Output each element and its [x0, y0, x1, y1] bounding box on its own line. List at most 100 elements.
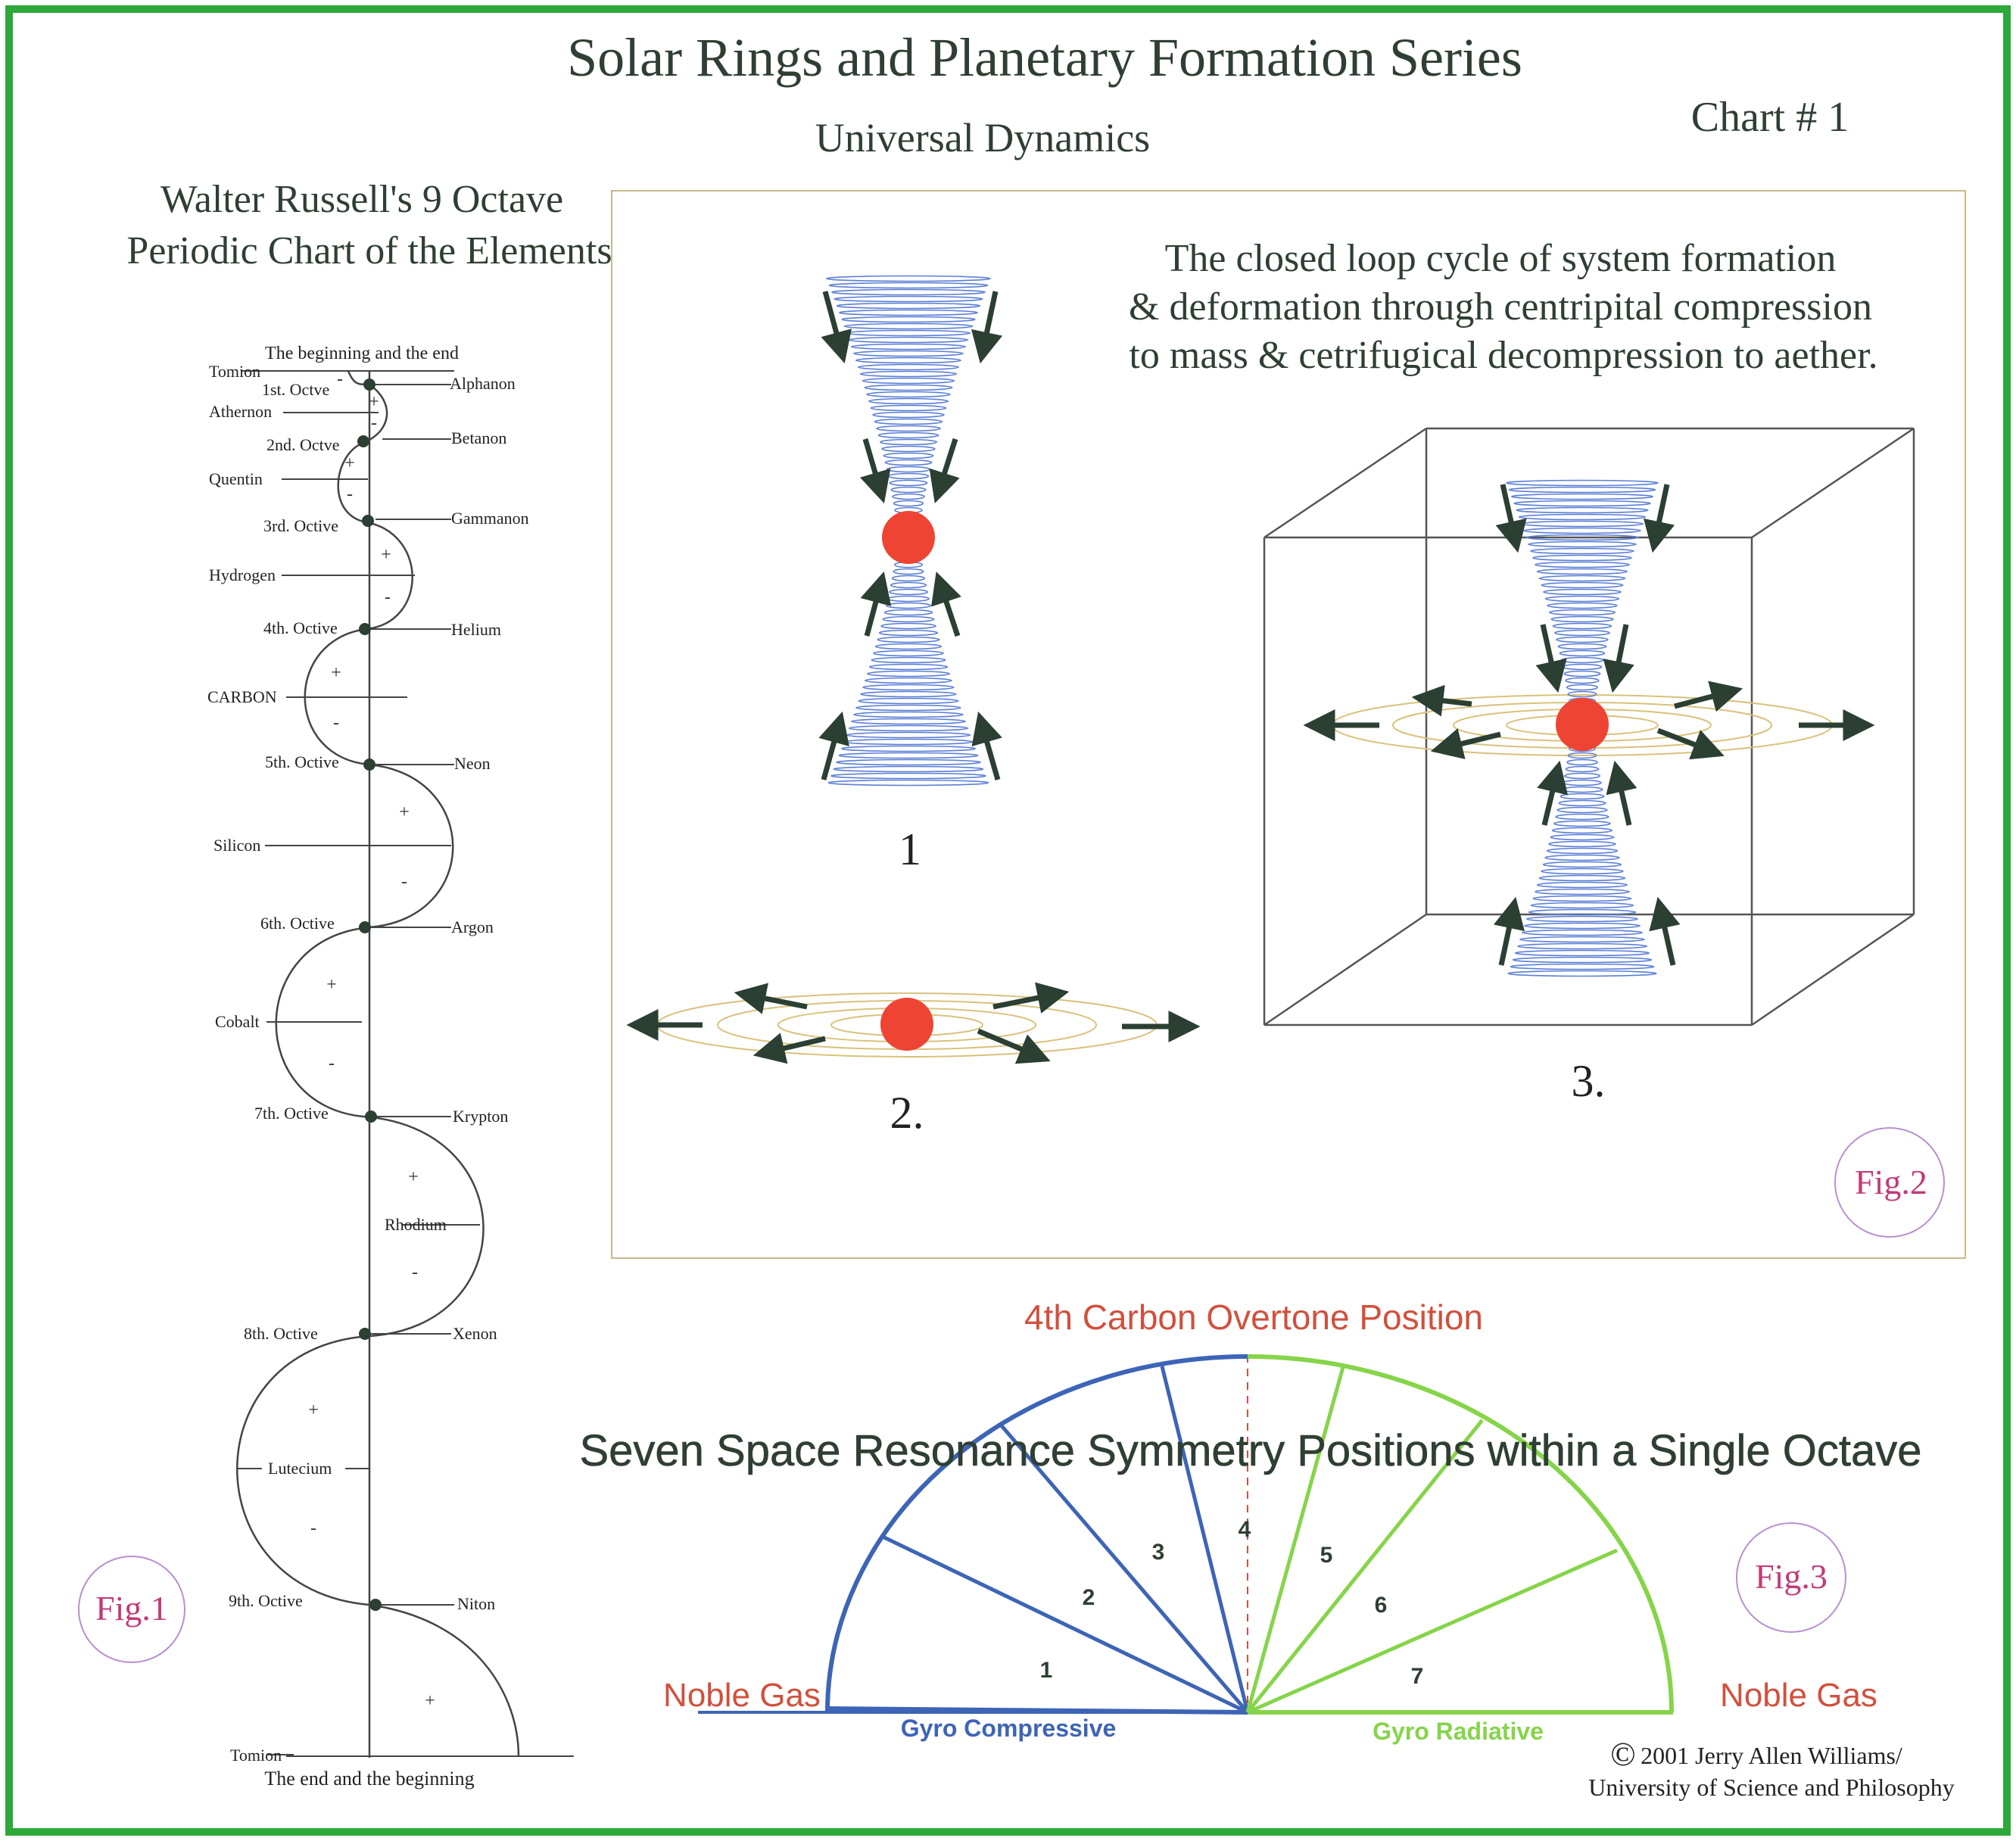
- vortex-coil-ring: [833, 765, 984, 773]
- fig1-octave-wave: [236, 370, 520, 1757]
- vortex-coil-ring: [889, 588, 928, 596]
- vortex-coil-ring: [1530, 902, 1634, 909]
- vortex-coil-ring: [828, 282, 989, 289]
- fig3-heading: Seven Space Resonance Symmetry Positions…: [579, 1426, 1921, 1475]
- vortex-coil-ring: [1555, 813, 1609, 821]
- vortex-coil-ring: [1550, 833, 1615, 841]
- fig1-label-carbon: CARBON: [207, 687, 277, 706]
- vortex-coil-ring: [1532, 895, 1632, 902]
- vortex-coil-ring: [1567, 690, 1597, 698]
- vortex-coil-ring: [881, 445, 936, 453]
- fig3-position-7: 7: [1411, 1664, 1424, 1689]
- fig3-arc-compressive: [825, 1354, 1248, 1713]
- vortex-coil-ring: [887, 472, 930, 480]
- vortex-coil-ring: [1507, 970, 1657, 977]
- fig1-label-octave9: 9th. Octive: [229, 1591, 303, 1610]
- fig1-bottom-caption: The end and the beginning: [264, 1768, 474, 1790]
- fig1-label-octave5: 5th. Octive: [265, 752, 339, 771]
- vortex-coil-ring: [1558, 799, 1606, 807]
- fig1-sign: -: [371, 413, 377, 433]
- fig2-label-circle: [1834, 1127, 1945, 1238]
- fig2-text-line2: & deformation through centripital compre…: [1129, 285, 1872, 329]
- vortex-coil-ring: [1506, 479, 1659, 487]
- vortex-coil-ring: [831, 288, 986, 296]
- vortex-coil-ring: [858, 697, 959, 705]
- fig2-text-line3: to mass & cetrifugical decompression to …: [1129, 334, 1877, 377]
- fig3-baseline-compressive: [824, 1706, 1248, 1715]
- fig1-sign: -: [333, 713, 339, 733]
- vortex-coil-ring: [874, 418, 943, 425]
- fig1-label-neon: Neon: [454, 754, 491, 773]
- vortex-coil-ring: [827, 779, 989, 787]
- fig1-label-rhodium: Rhodium: [385, 1215, 447, 1234]
- fig3-label-circle: [1736, 1522, 1846, 1633]
- fig3-position-3: 3: [1152, 1540, 1165, 1565]
- vortex-coil-ring: [841, 316, 976, 323]
- vortex-coil-ring: [843, 738, 974, 746]
- fig1-sign: -: [310, 1519, 316, 1538]
- vortex-coil-ring: [865, 677, 952, 684]
- fig1-label-hydrogen: Hydrogen: [209, 565, 276, 584]
- fig2-label-1: 1: [899, 824, 921, 874]
- fig1-sign: +: [331, 663, 341, 683]
- vortex-coil-ring: [893, 568, 924, 575]
- fig1-label-quentin: Quentin: [209, 469, 263, 488]
- vortex-coil-ring: [870, 404, 947, 412]
- fig1-top-caption: The beginning and the end: [265, 344, 459, 363]
- fig3-position-5: 5: [1320, 1543, 1333, 1568]
- fig1-node-octave1: [363, 378, 375, 391]
- vortex-coil-ring: [1544, 595, 1620, 603]
- fig2-text-line1: The closed loop cycle of system formatio…: [1165, 237, 1837, 280]
- fig3-position-4: 4: [1239, 1517, 1251, 1542]
- vortex-coil-ring: [1553, 820, 1611, 827]
- fig1-label-octave6: 6th. Octive: [260, 914, 335, 933]
- vortex-coil-ring: [883, 452, 934, 459]
- vortex-coil-ring: [1530, 547, 1634, 555]
- vortex-coil-ring: [1520, 520, 1644, 528]
- fig1-label-alphanon: Alphanon: [450, 374, 516, 393]
- vortex-coil-ring: [868, 663, 949, 671]
- vortex-coil-ring: [1538, 874, 1626, 882]
- vortex-coil-ring: [873, 649, 944, 657]
- vortex-coil-ring: [1543, 588, 1622, 596]
- vortex-coil-ring: [834, 295, 983, 303]
- vortex-coil-ring: [1516, 942, 1648, 950]
- vortex-coil-ring: [1510, 963, 1655, 970]
- fig2-frame: [611, 190, 1966, 1259]
- vortex-coil-ring: [1567, 752, 1597, 759]
- vortex-coil-ring: [887, 595, 930, 603]
- fig3-noble-gas-left: Noble Gas: [663, 1677, 821, 1714]
- vortex-coil-ring: [1563, 670, 1601, 678]
- fig1-node-octave5: [363, 759, 375, 771]
- vortex-coil-ring: [876, 425, 941, 432]
- fig1-sign: +: [381, 545, 391, 565]
- vortex-coil-ring: [839, 309, 978, 316]
- fig2-label-3: 3.: [1572, 1056, 1606, 1106]
- fig1-label-tomion-bottom: Tomion: [230, 1746, 282, 1765]
- vortex-coil-ring: [1516, 506, 1649, 514]
- fig3-arc-radiative: [1247, 1354, 1674, 1713]
- outer-border: [5, 5, 2011, 1836]
- fig1-sign: -: [337, 369, 343, 389]
- fig1-label-octave1: 1st. Octve: [262, 380, 329, 399]
- fig1-label-tomion-top: Tomion: [209, 362, 260, 381]
- vortex-coil-ring: [859, 370, 958, 378]
- fig1-sign: -: [347, 484, 353, 504]
- fig3-position-6: 6: [1375, 1593, 1388, 1618]
- vortex-coil-ring: [1563, 772, 1601, 780]
- vortex-coil-ring: [1522, 527, 1642, 534]
- vortex-coil-ring: [1535, 888, 1630, 896]
- fig3-radials-compressive: [881, 1366, 1250, 1715]
- vortex-coil-ring: [883, 609, 933, 616]
- fig1-sign: -: [385, 587, 391, 607]
- vortex-coil-ring: [855, 357, 962, 364]
- fig3-position-2: 2: [1083, 1585, 1095, 1610]
- vortex-coil-ring: [1523, 922, 1641, 930]
- vortex-coil-ring: [1521, 929, 1644, 936]
- fig3-semicircle: 4th Carbon Overtone Position Seven Space…: [579, 1297, 1922, 1745]
- vortex-coil-ring: [1541, 581, 1624, 589]
- vortex-coil-ring: [857, 363, 960, 371]
- fig2-label: Fig.2: [1855, 1163, 1927, 1201]
- vortex-coil-ring: [1544, 854, 1620, 861]
- fig3-noble-gas-right: Noble Gas: [1720, 1677, 1877, 1714]
